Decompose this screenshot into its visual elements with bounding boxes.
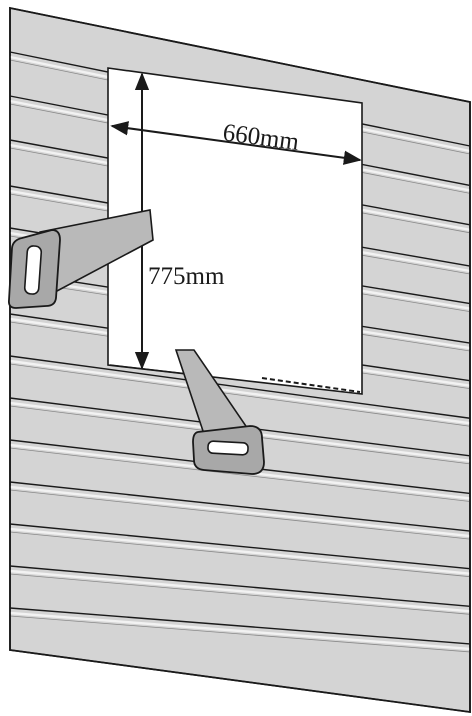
saw-handle-grip-hole	[23, 245, 43, 295]
siding-board-highlight	[9, 359, 471, 425]
siding-board-groove	[9, 447, 471, 502]
siding-board-groove	[9, 363, 471, 427]
siding-board-highlight	[9, 611, 471, 651]
siding-board-edge	[9, 523, 471, 570]
cut-line-dashed	[261, 377, 361, 393]
siding-board-edge	[9, 481, 471, 532]
siding-board-groove	[9, 531, 471, 578]
saw-icon	[7, 209, 154, 309]
width-dimension-arrow	[110, 121, 362, 165]
siding-board-highlight	[9, 569, 471, 613]
siding-board-groove	[9, 573, 471, 615]
siding-board-highlight	[9, 527, 471, 575]
siding-board-groove	[9, 489, 471, 540]
wall-outline-top	[9, 6, 471, 714]
siding-board-edge	[9, 355, 471, 419]
height-label-backdrop	[146, 262, 246, 292]
siding-board-edge	[9, 565, 471, 608]
saw-icon	[174, 349, 265, 475]
saw-handle-grip-hole	[207, 440, 249, 456]
siding-board-edge	[9, 607, 471, 645]
height-dimension-label: 775mm	[148, 263, 225, 290]
siding-board-highlight	[9, 485, 471, 538]
siding-board-groove	[9, 615, 471, 653]
